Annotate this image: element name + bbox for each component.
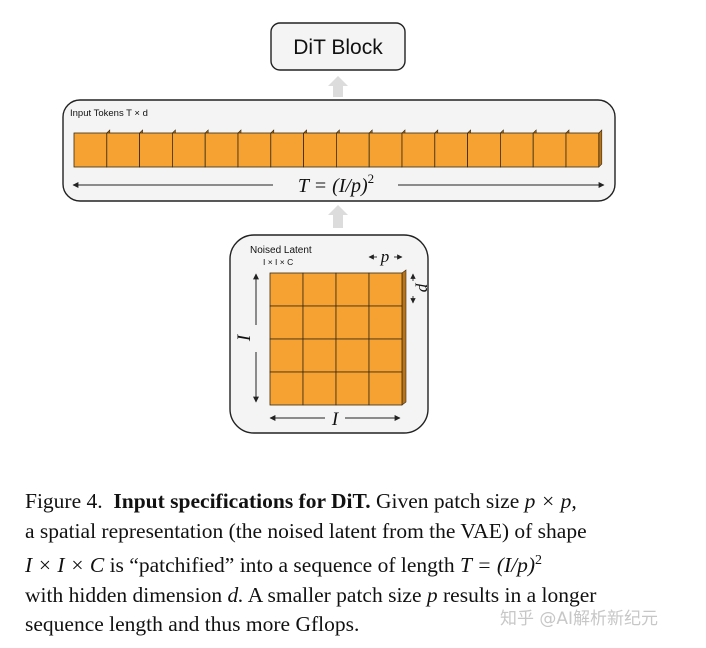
caption-line-3-text: is “patchified” into a sequence of lengt… [109, 553, 455, 578]
token-7 [270, 132, 304, 168]
latent-patch-r3-c3 [335, 338, 370, 373]
caption-line-4-c: results in a longer [443, 582, 597, 607]
caption-line-4-b: A smaller patch size [247, 582, 422, 607]
token-4 [171, 132, 206, 168]
token-1 [73, 132, 108, 168]
caption-line-3: I × I × C is “patchified” into a sequenc… [25, 546, 665, 581]
latent-patch-r2-c2 [302, 305, 337, 340]
caption-line-4: with hidden dimension d. A smaller patch… [25, 581, 665, 611]
noised-latent-title: Noised Latent [250, 245, 312, 256]
token-row [73, 129, 603, 168]
latent-patch-r4-c2 [302, 371, 337, 406]
latent-patch-r1-c3 [335, 272, 370, 307]
latent-patch-r1-c2 [302, 272, 337, 307]
token-3 [139, 132, 173, 168]
token-5 [204, 132, 239, 168]
up-arrow-to-tokens [328, 205, 348, 228]
latent-patch-r3-c2 [302, 338, 337, 373]
caption-line-1: Figure 4. Input specifications for DiT. … [25, 487, 665, 517]
latent-patch-r2-c3 [335, 305, 370, 340]
sequence-length-formula: T = (I/p)2 [298, 171, 374, 197]
caption-title: Input specifications for DiT. [113, 489, 371, 513]
token-8 [303, 132, 337, 168]
caption-line-1-text: Given patch size [376, 489, 520, 513]
token-6 [237, 132, 272, 168]
caption-math-length: T = (I/p) [460, 553, 536, 578]
latent-patch-r4-c4 [368, 371, 403, 406]
sequence-length-exponent: 2 [368, 171, 375, 186]
caption-math-p: p [426, 582, 438, 607]
token-11 [401, 132, 436, 168]
latent-patch-r1-c4 [368, 272, 403, 307]
patch-label-top: p [380, 247, 390, 266]
figure-caption: Figure 4. Input specifications for DiT. … [25, 487, 665, 640]
latent-patch-r3-c4 [368, 338, 403, 373]
caption-line-2: a spatial representation (the noised lat… [25, 518, 587, 543]
token-15 [532, 132, 567, 168]
token-12 [434, 132, 468, 168]
sequence-length-formula-text: T = (I/p) [298, 175, 368, 197]
patch-label-side: p [415, 283, 434, 293]
latent-grid-side [401, 269, 407, 406]
caption-figure-number: Figure 4. [25, 489, 103, 513]
latent-patch-r4-c3 [335, 371, 370, 406]
latent-patch-r1-c1 [269, 272, 304, 307]
latent-bottom-label: I [331, 409, 340, 430]
latent-grid [269, 269, 407, 406]
token-14 [499, 132, 534, 168]
caption-math-shape: I × I × C [25, 553, 105, 578]
up-arrow-to-dit-block [328, 76, 348, 97]
token-side [598, 129, 603, 168]
latent-patch-r2-c4 [368, 305, 403, 340]
caption-line-5: sequence length and thus more Gflops. [25, 612, 360, 637]
noised-latent-shape: I × I × C [263, 257, 293, 267]
caption-math-exponent: 2 [535, 553, 543, 568]
latent-patch-r3-c1 [269, 338, 304, 373]
token-13 [467, 132, 501, 168]
token-9 [335, 132, 370, 168]
latent-patch-r2-c1 [269, 305, 304, 340]
caption-math-hidden-dim: d. [227, 582, 244, 607]
caption-math-patch-size: p × p, [524, 489, 577, 513]
dit-input-figure: DiT Block Input Tokens T × d T = (I/p)2 … [62, 22, 616, 434]
token-10 [368, 132, 403, 168]
token-16 [565, 132, 600, 168]
caption-line-4-a: with hidden dimension [25, 582, 223, 607]
input-tokens-label: Input Tokens T × d [70, 108, 148, 119]
dit-block-box [270, 22, 406, 71]
watermark: 知乎 @AI解析新纪元 [500, 609, 659, 629]
dit-block-label: DiT Block [293, 36, 383, 59]
token-2 [106, 132, 141, 168]
latent-side-label: I [234, 333, 255, 342]
latent-patch-r4-c1 [269, 371, 304, 406]
